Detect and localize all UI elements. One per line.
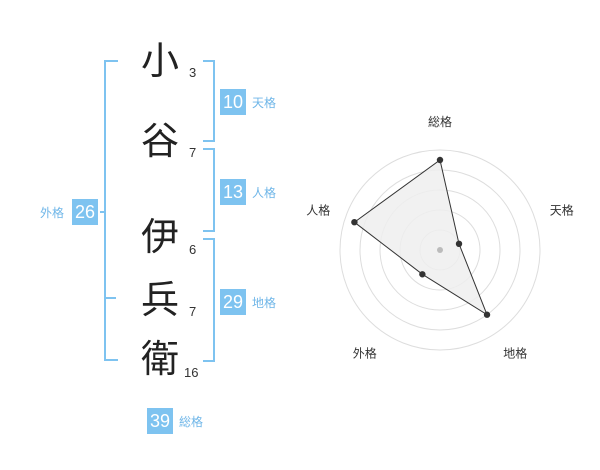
soukaku-label: 総格: [179, 415, 204, 429]
gaikaku-bracket-tick: [104, 297, 116, 299]
radar-point-3: [419, 271, 426, 278]
tenkaku-value-box: 10: [220, 89, 246, 115]
jinkaku-bracket: [203, 148, 215, 232]
radar-axis-label-1: 天格: [550, 202, 574, 217]
radar-axis-label-3: 外格: [353, 346, 377, 361]
kanji-given-2: 兵: [141, 278, 180, 322]
stroke-count-given-2: 7: [189, 304, 197, 319]
radar-point-0: [436, 156, 444, 164]
tenkaku-bracket: [203, 60, 215, 142]
radar-point-4: [351, 218, 358, 226]
radar-points: [351, 156, 491, 318]
jinkaku-label: 人格: [252, 186, 277, 200]
kanji-given-1: 伊: [141, 215, 180, 259]
jinkaku-value-box: 13: [220, 179, 246, 205]
chikaku-bracket: [203, 238, 215, 362]
gaikaku-value-box: 26: [72, 199, 98, 225]
kanji-given-3: 衛: [141, 337, 180, 381]
chikaku-value-box: 29: [220, 289, 246, 315]
kanji-surname-1: 小: [141, 39, 180, 83]
radar-axis-label-0: 総格: [428, 114, 452, 129]
stroke-count-surname-2: 7: [189, 145, 197, 160]
radar-point-1: [455, 240, 463, 248]
soukaku-value-box: 39: [147, 408, 173, 434]
kanji-surname-2: 谷: [141, 119, 180, 163]
tenkaku-label: 天格: [252, 96, 277, 110]
radar-axis-label-2: 地格: [503, 346, 527, 361]
radar-axis-label-4: 人格: [306, 202, 330, 217]
radar-point-2: [483, 311, 491, 318]
stroke-count-given-1: 6: [189, 242, 197, 257]
gaikaku-bracket-connector: [100, 211, 106, 213]
gaikaku-label: 外格: [40, 206, 65, 220]
gaikaku-bracket: [104, 60, 118, 361]
radar-ring-5: [339, 149, 541, 351]
stroke-count-surname-1: 3: [189, 65, 197, 80]
stroke-count-given-3: 16: [184, 365, 199, 380]
chikaku-label: 地格: [252, 296, 277, 310]
radar-center-dot: [437, 247, 443, 253]
radar-area: [353, 159, 489, 316]
